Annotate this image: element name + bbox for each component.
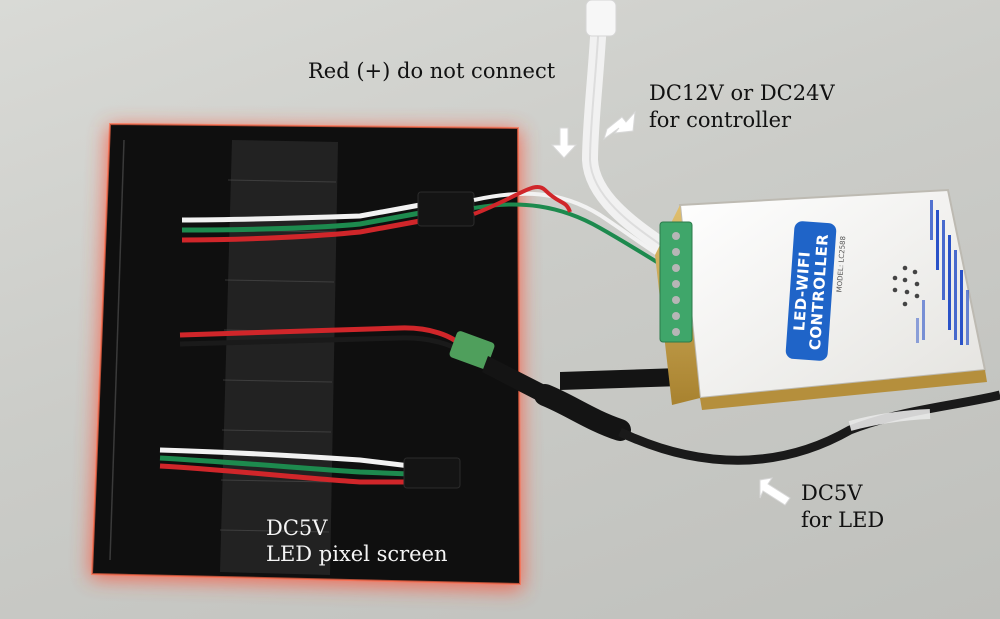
arrow-icon	[550, 127, 578, 159]
bottom-strip-wires	[159, 447, 461, 489]
arrow-icon	[759, 477, 791, 506]
red-warning-label: Red (+) do not connect	[308, 59, 556, 83]
screen-label-line2: LED pixel screen	[266, 542, 448, 566]
signal-bars-icon	[916, 200, 969, 345]
controller-brand-text: LED-WIFI CONTROLLER	[790, 232, 833, 351]
led-power-label-line2: for LED	[801, 508, 885, 532]
top-strip-wires	[181, 184, 672, 272]
wifi-controller	[655, 188, 987, 410]
screen-label-line1: DC5V	[266, 516, 328, 540]
controller-power-label-line2: for controller	[649, 108, 792, 132]
led-power-label-line1: DC5V	[801, 481, 863, 505]
controller-power-cable	[581, 0, 676, 258]
controller-power-label-line1: DC12V or DC24V	[649, 81, 835, 105]
speaker-grille-icon	[892, 265, 920, 307]
arrow-icon	[603, 110, 636, 141]
middle-power-wire	[179, 325, 1000, 465]
